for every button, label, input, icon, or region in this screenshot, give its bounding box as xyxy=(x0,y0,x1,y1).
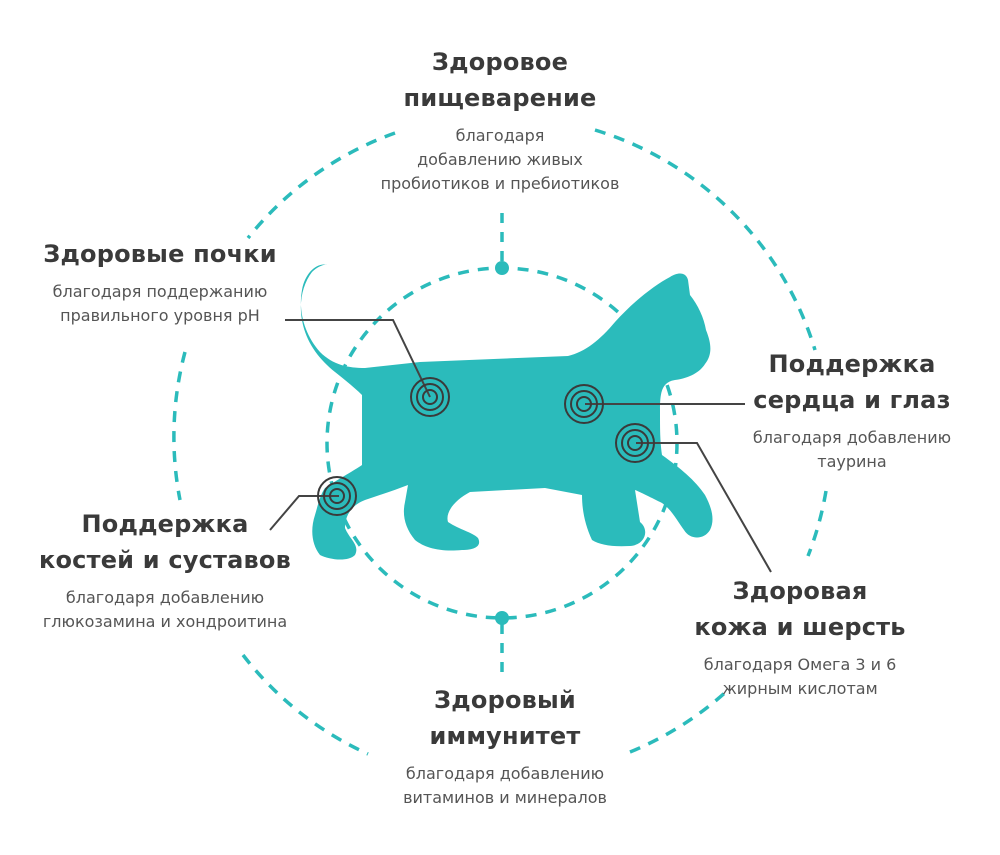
digestion-title-line2: пищеварение xyxy=(403,84,597,112)
kidneys-desc-line1: благодаря поддержанию xyxy=(52,282,268,301)
skin-coat-title-line2: кожа и шерсть xyxy=(694,613,906,641)
immunity-desc: благодаря добавлению витаминов и минерал… xyxy=(355,762,655,810)
heart-eyes-title: Поддержка сердца и глаз xyxy=(722,346,982,418)
bones-joints-title-line1: Поддержка xyxy=(81,510,249,538)
heart-eyes-desc-line1: благодаря добавлению xyxy=(752,428,952,447)
bones-joints-desc-line2: глюкозамина и хондроитина xyxy=(42,612,288,631)
skin-coat-desc-line1: благодаря Омега 3 и 6 xyxy=(703,655,897,674)
digestion-desc-line3: пробиотиков и пребиотиков xyxy=(380,174,620,193)
bottom-node-dot xyxy=(495,611,509,625)
digestion-desc: благодаря добавлению живых пробиотиков и… xyxy=(350,124,650,196)
immunity-desc-line1: благодаря добавлению xyxy=(405,764,605,783)
benefit-immunity: Здоровый иммунитет благодаря добавлению … xyxy=(355,682,655,810)
outer-dashed-ring xyxy=(172,128,828,756)
skin-coat-desc-line2: жирным кислотам xyxy=(722,679,878,698)
digestion-title-line1: Здоровое xyxy=(431,48,569,76)
benefit-skin-coat: Здоровая кожа и шерсть благодаря Омега 3… xyxy=(665,573,935,701)
benefit-bones-joints: Поддержка костей и суставов благодаря до… xyxy=(15,506,315,634)
digestion-desc-line2: добавлению живых xyxy=(417,150,583,169)
kidneys-title-line1: Здоровые почки xyxy=(43,240,277,268)
bones-joints-desc-line1: благодаря добавлению xyxy=(65,588,265,607)
heart-eyes-title-line1: Поддержка xyxy=(768,350,936,378)
heart-eyes-desc-line2: таурина xyxy=(817,452,887,471)
benefit-heart-eyes: Поддержка сердца и глаз благодаря добавл… xyxy=(722,346,982,474)
heart-eyes-title-line2: сердца и глаз xyxy=(753,386,951,414)
bones-joints-title: Поддержка костей и суставов xyxy=(15,506,315,578)
heart-eyes-desc: благодаря добавлению таурина xyxy=(722,426,982,474)
top-node-dot xyxy=(495,261,509,275)
skin-coat-title: Здоровая кожа и шерсть xyxy=(665,573,935,645)
digestion-desc-line1: благодаря xyxy=(455,126,545,145)
bones-joints-desc: благодаря добавлению глюкозамина и хондр… xyxy=(15,586,315,634)
target-bones-icon xyxy=(317,476,357,516)
immunity-title-line1: Здоровый xyxy=(434,686,576,714)
cat-silhouette-icon xyxy=(300,264,713,560)
bones-leader-line xyxy=(269,495,339,531)
immunity-title: Здоровый иммунитет xyxy=(355,682,655,754)
bones-joints-title-line2: костей и суставов xyxy=(38,546,291,574)
immunity-title-line2: иммунитет xyxy=(429,722,581,750)
kidneys-title: Здоровые почки xyxy=(20,236,300,272)
target-heart-icon xyxy=(564,384,604,424)
kidneys-desc: благодаря поддержанию правильного уровня… xyxy=(20,280,300,328)
benefit-digestion: Здоровое пищеварение благодаря добавлени… xyxy=(350,44,650,196)
skin-coat-title-line1: Здоровая xyxy=(732,577,868,605)
kidneys-leader-line xyxy=(285,319,431,398)
target-kidneys-icon xyxy=(410,377,450,417)
leader-lines xyxy=(269,319,772,573)
immunity-desc-line2: витаминов и минералов xyxy=(403,788,607,807)
skin-coat-desc: благодаря Омега 3 и 6 жирным кислотам xyxy=(665,653,935,701)
kidneys-desc-line2: правильного уровня рН xyxy=(60,306,260,325)
benefit-kidneys: Здоровые почки благодаря поддержанию пра… xyxy=(20,236,300,328)
digestion-title: Здоровое пищеварение xyxy=(350,44,650,116)
skin-leader-line xyxy=(636,442,772,573)
target-skin-icon xyxy=(615,423,655,463)
